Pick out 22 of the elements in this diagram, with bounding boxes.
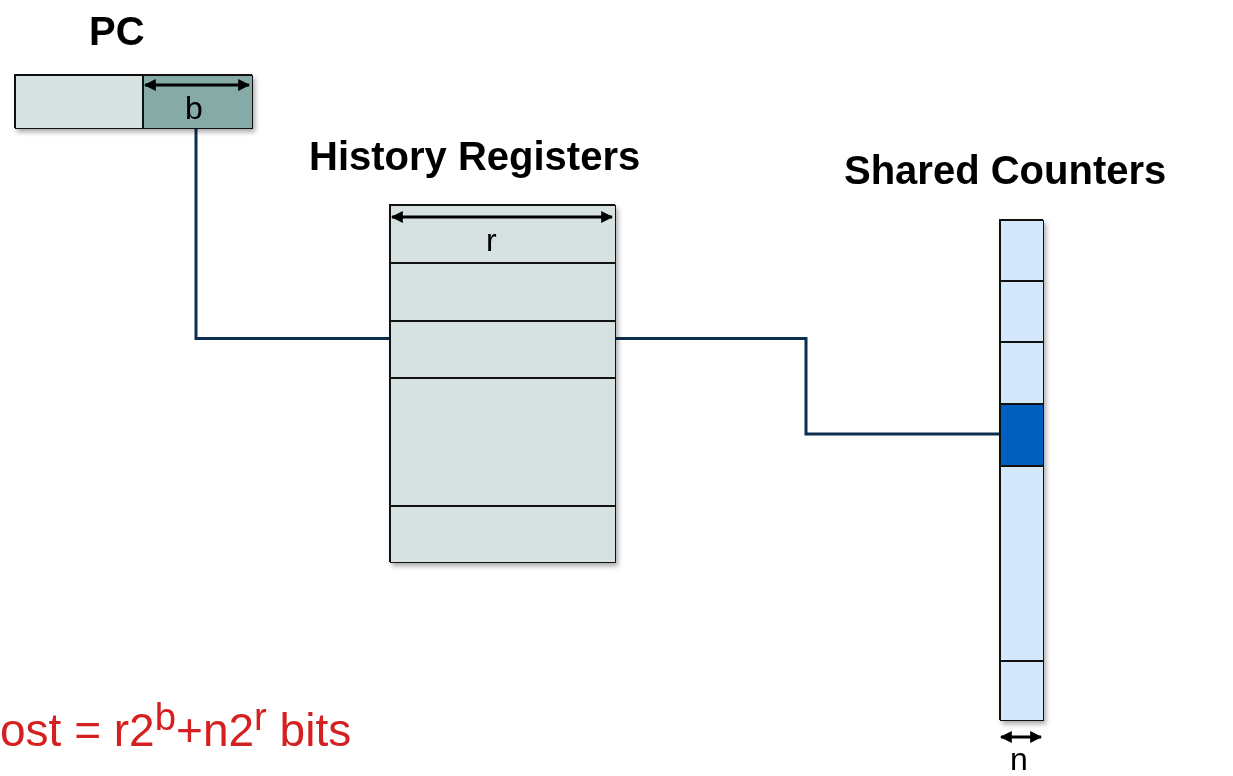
table-row bbox=[390, 321, 616, 378]
register-field bbox=[15, 75, 143, 129]
table-row bbox=[390, 506, 616, 563]
connector-line bbox=[194, 128, 389, 340]
dimension-label: n bbox=[1010, 743, 1028, 775]
heading: PC bbox=[89, 9, 145, 54]
heading: Shared Counters bbox=[844, 148, 1167, 193]
table-row bbox=[390, 378, 616, 506]
counter-entry bbox=[1000, 661, 1044, 721]
cost-formula: ost = r2$^{b}$+n2$^{r}$ bits bbox=[0, 698, 352, 754]
counter-entry bbox=[1000, 220, 1044, 281]
selected-counter-entry bbox=[1000, 404, 1044, 466]
connector-line bbox=[615, 337, 999, 436]
dimension-label: b bbox=[185, 92, 203, 124]
dimension-label: r bbox=[486, 224, 497, 256]
table-row bbox=[390, 205, 616, 263]
table-row bbox=[390, 263, 616, 321]
heading: History Registers bbox=[309, 134, 641, 179]
counter-entry bbox=[1000, 466, 1044, 661]
counter-entry bbox=[1000, 342, 1044, 404]
counter-entry bbox=[1000, 281, 1044, 342]
index-bits-field bbox=[143, 75, 253, 129]
